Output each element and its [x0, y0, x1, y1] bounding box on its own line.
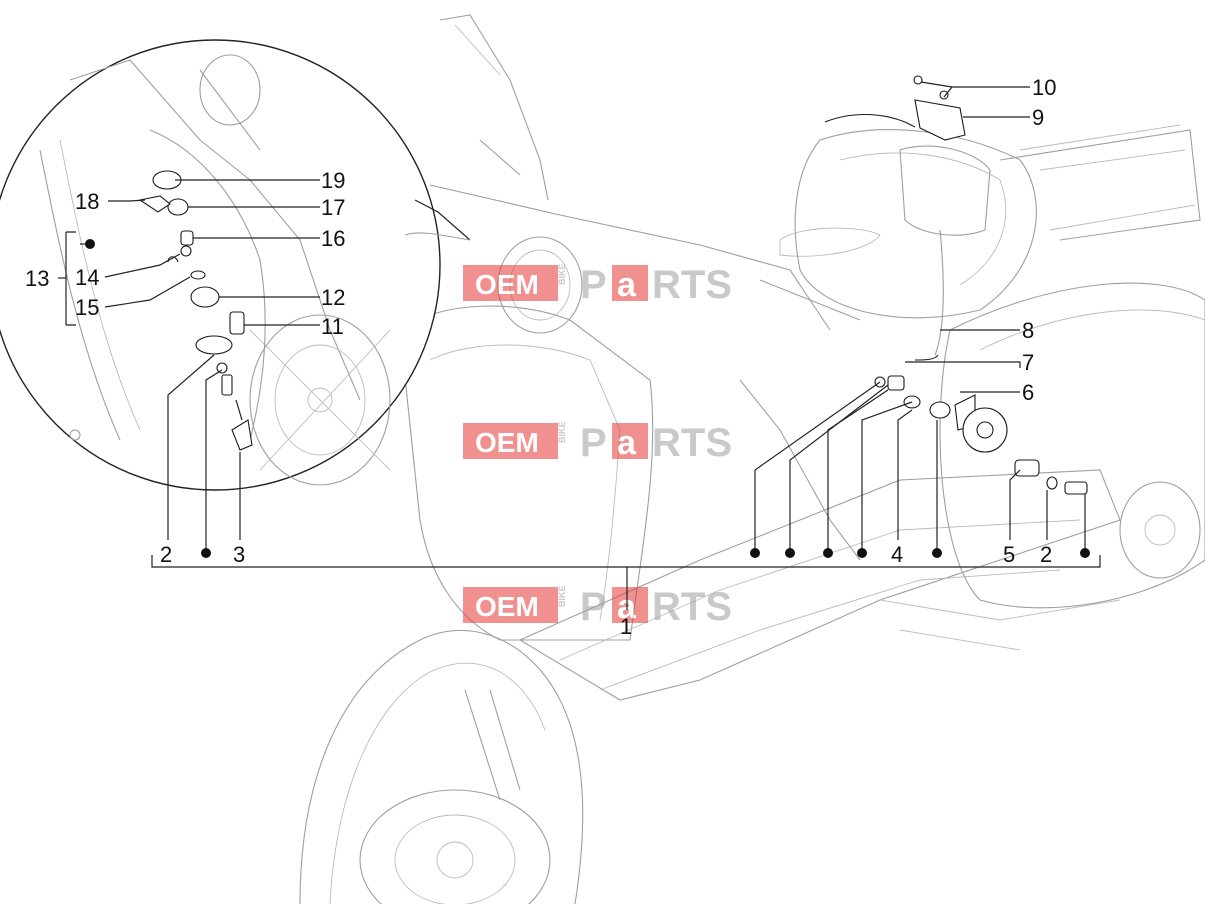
inset-parts [138, 170, 253, 451]
callout-14: 14 [75, 265, 99, 290]
watermark-a-text: a [617, 266, 637, 304]
watermark-bike-text: BIKE [557, 263, 567, 285]
callout-7: 7 [1022, 350, 1034, 375]
callout-9: 9 [1032, 105, 1044, 130]
callout-10: 10 [1032, 75, 1056, 100]
main-parts [824, 75, 1088, 495]
callout-19: 19 [321, 168, 345, 193]
callout-13: 13 [25, 266, 49, 291]
part-5-ring [929, 401, 951, 419]
callout-1: 1 [620, 614, 632, 639]
part-18-key [138, 195, 171, 213]
watermark-2: OEM BIKE P a RTS [463, 421, 732, 465]
part-15-washer [190, 270, 206, 280]
watermark-bike-text: BIKE [557, 585, 567, 607]
part-2-washer-inset [216, 362, 228, 374]
part-17-lock-cylinder [167, 198, 189, 216]
watermark-rts-text: RTS [652, 263, 732, 307]
callout-16: 16 [321, 226, 345, 251]
part-5-lock [1014, 459, 1040, 477]
watermark-a-text: a [617, 424, 637, 462]
watermark-oem-text: OEM [475, 591, 539, 622]
detail-inset [0, 39, 471, 491]
callout-18: 18 [75, 189, 99, 214]
watermark-rts-text: RTS [652, 585, 732, 629]
callout-3: 3 [233, 542, 245, 567]
scooter-outline [299, 14, 1205, 904]
callout-5: 5 [1003, 542, 1015, 567]
part-2-bolt-main [1064, 481, 1088, 495]
callout-6: 6 [1022, 380, 1034, 405]
callout-17: 17 [321, 195, 345, 220]
callout-8: 8 [1022, 318, 1034, 343]
callout-12: 12 [321, 285, 345, 310]
watermark-oem-text: OEM [475, 427, 539, 458]
callout-15: 15 [75, 295, 99, 320]
part-9-latch [914, 99, 966, 141]
part-11-ring [195, 335, 233, 355]
part-2-bolt-inset [221, 374, 233, 396]
callout-2-inset: 2 [160, 542, 172, 567]
part-10-screw-a [913, 75, 923, 85]
part-10-screw-b [939, 90, 949, 100]
part-8-cable [914, 354, 939, 361]
watermark-oem-text: OEM [475, 269, 539, 300]
part-14-nut [180, 245, 192, 257]
watermark-p-text: P [580, 263, 607, 307]
callout-11: 11 [321, 314, 344, 339]
watermark-p-text: P [580, 585, 607, 629]
callout-4: 4 [891, 542, 903, 567]
part-8-cable-end [824, 113, 906, 123]
part-11-switch [229, 311, 245, 335]
watermark-3: OEM BIKE P a RTS [463, 585, 732, 629]
watermark-rts-text: RTS [652, 421, 732, 465]
leader-lines [58, 81, 1101, 610]
callout-labels: 19 18 17 16 13 14 15 12 11 2 3 10 9 8 7 … [25, 75, 1056, 639]
watermark-p-text: P [580, 421, 607, 465]
watermark-1: OEM BIKE P a RTS [463, 263, 732, 307]
watermark-badge [463, 265, 558, 301]
part-12-bezel [190, 286, 220, 308]
callout-2-main: 2 [1040, 542, 1052, 567]
part-7-body [887, 375, 905, 391]
part-16-bushing [180, 230, 194, 246]
leader-dots [85, 239, 1090, 558]
part-2-washer-main [1046, 476, 1058, 490]
part-3-key-blank [231, 419, 253, 451]
watermark-bike-text: BIKE [557, 421, 567, 443]
